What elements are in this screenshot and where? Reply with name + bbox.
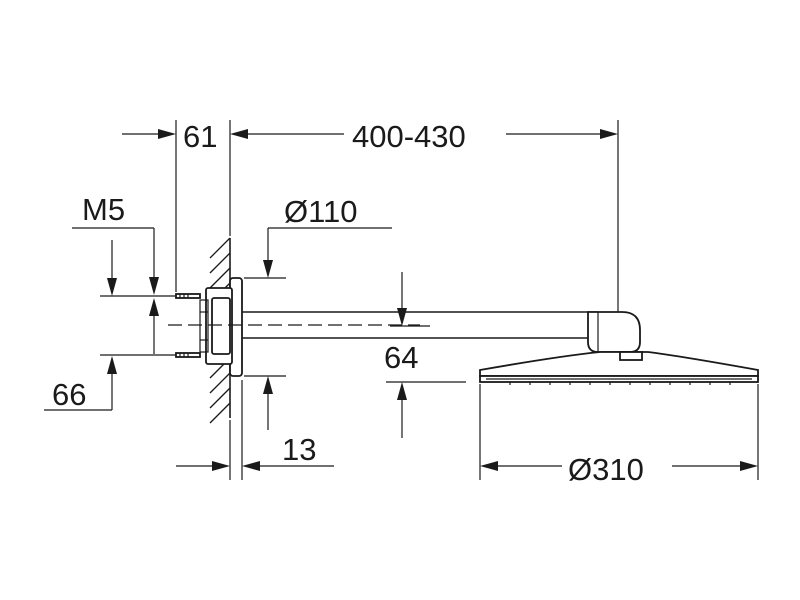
label-flange-depth: 13 — [282, 432, 316, 467]
dimension-mount-height: 66 — [44, 356, 117, 412]
label-head-diameter: Ø310 — [568, 452, 644, 487]
shower-arm — [168, 311, 641, 353]
spray-nozzles — [509, 382, 731, 385]
label-thread: M5 — [82, 192, 125, 227]
dimension-flange-depth: 13 — [176, 380, 334, 480]
dimension-thread: M5 — [72, 192, 176, 356]
label-drop-height: 64 — [384, 340, 418, 375]
dimension-top: 61 400-430 — [122, 119, 619, 312]
dimension-head-diameter: Ø310 — [479, 384, 759, 487]
dimension-flange-diameter: Ø110 — [244, 194, 392, 430]
shower-head — [479, 351, 759, 385]
wall-flange — [199, 277, 243, 377]
dimension-drop-height: 64 — [384, 272, 466, 438]
label-flange-diameter: Ø110 — [284, 194, 358, 229]
label-wall-offset: 61 — [183, 119, 217, 154]
label-mount-height: 66 — [52, 377, 86, 412]
label-arm-length: 400-430 — [352, 119, 466, 154]
